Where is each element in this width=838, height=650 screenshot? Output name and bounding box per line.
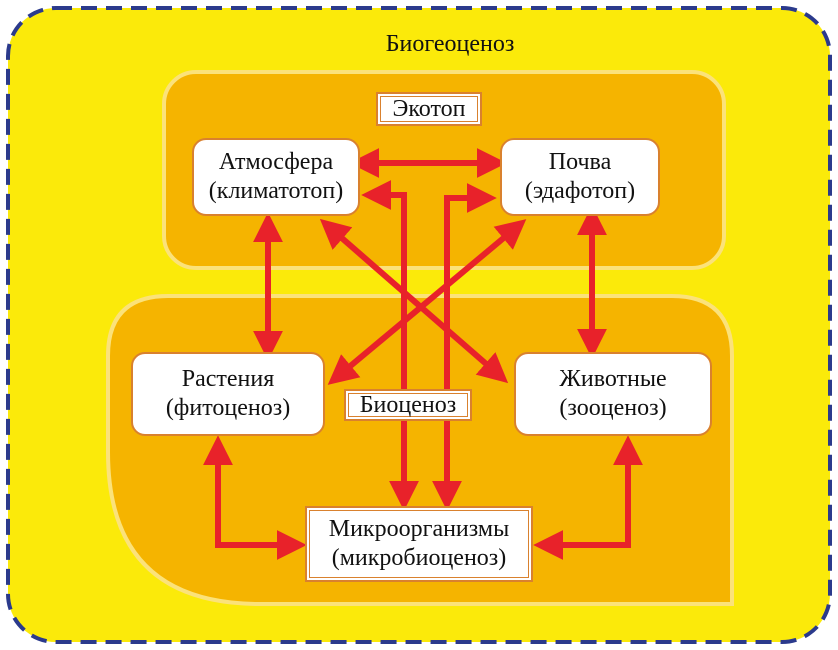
microorganisms-node: Микроорганизмы (микробиоценоз) — [305, 506, 533, 582]
atmosphere-node: Атмосфера (климатотоп) — [192, 138, 360, 216]
animals-subtitle: (зооценоз) — [559, 395, 667, 421]
biocenosis-label: Биоценоз — [344, 389, 472, 421]
atmosphere-name: Атмосфера — [218, 149, 334, 176]
microorganisms-subtitle: (микробиоценоз) — [331, 545, 507, 571]
plants-subtitle: (фитоценоз) — [165, 395, 291, 421]
microorganisms-name: Микроорганизмы — [328, 516, 510, 543]
animals-node: Животные (зооценоз) — [514, 352, 712, 436]
arrow-animals-microbes — [533, 435, 643, 560]
plants-name: Растения — [181, 366, 275, 393]
soil-node: Почва (эдафотоп) — [500, 138, 660, 216]
soil-name: Почва — [548, 149, 612, 176]
arrow-plants-microbes — [203, 435, 307, 560]
biogeocenosis-title: Биогеоценоз — [385, 31, 515, 57]
animals-name: Животные — [559, 366, 667, 393]
ecotope-label: Экотоп — [376, 92, 482, 126]
plants-node: Растения (фитоценоз) — [131, 352, 325, 436]
atmosphere-subtitle: (климатотоп) — [208, 178, 344, 204]
soil-subtitle: (эдафотоп) — [524, 178, 636, 204]
